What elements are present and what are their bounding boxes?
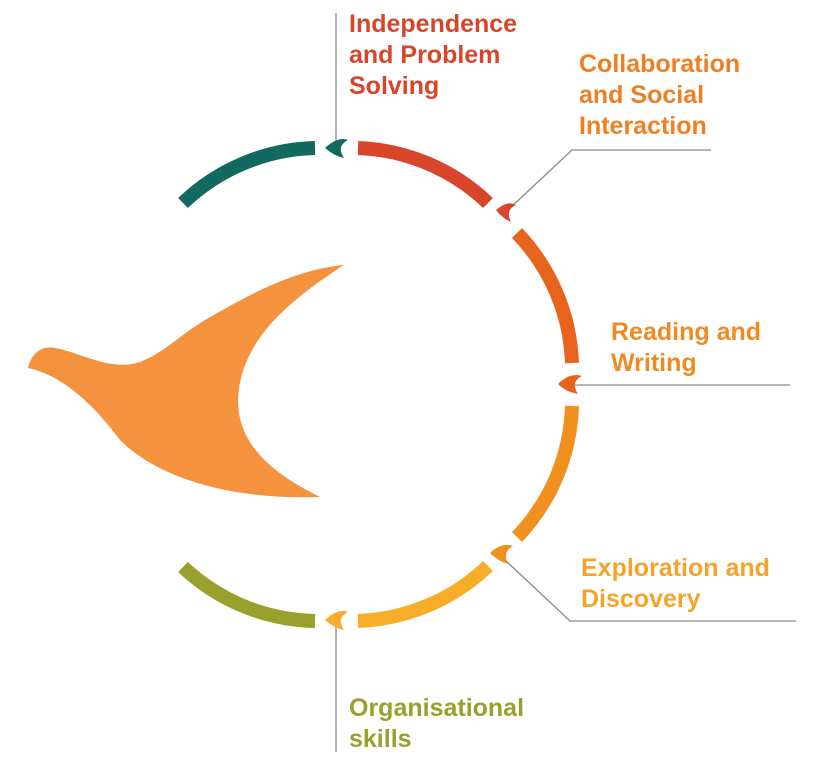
- arc-teal: [178, 141, 316, 209]
- label-collaboration-and-social-interaction: Collaboration and Social Interaction: [579, 49, 740, 142]
- label-line: Solving: [349, 72, 440, 100]
- label-line: Collaboration: [579, 50, 741, 78]
- connector-collaboration: [509, 149, 711, 209]
- label-line: Exploration and: [581, 554, 770, 582]
- label-line: Reading and: [611, 318, 762, 346]
- bird-logo-icon: [28, 265, 344, 498]
- label-line: Discovery: [581, 585, 701, 613]
- leaf-marker-icon: [558, 375, 582, 394]
- label-reading-and-writing: Reading and Writing: [611, 317, 761, 379]
- leaf-marker-icon: [325, 139, 348, 158]
- label-line: Independence: [349, 10, 518, 38]
- leaf-marker-icon: [496, 203, 516, 222]
- label-exploration-and-discovery: Exploration and Discovery: [581, 553, 770, 615]
- label-line: skills: [349, 725, 412, 753]
- leaf-marker-icon: [325, 611, 348, 630]
- arc-orange: [511, 405, 579, 542]
- arc-amber: [357, 560, 493, 628]
- label-line: Organisational: [349, 694, 525, 722]
- label-line: Interaction: [579, 112, 707, 140]
- arc-red: [357, 141, 493, 209]
- label-line: and Problem: [349, 41, 501, 69]
- connector-lines: [335, 13, 796, 752]
- label-independence-and-problem-solving: Independence and Problem Solving: [349, 9, 517, 102]
- label-line: and Social: [579, 81, 705, 109]
- connector-exploration: [504, 559, 796, 622]
- label-organisational-skills: Organisational skills: [349, 693, 524, 755]
- arc-orange-dark: [511, 228, 579, 364]
- leaf-marker-icon: [490, 544, 513, 564]
- label-line: Writing: [611, 349, 697, 377]
- arc-olive: [178, 561, 316, 628]
